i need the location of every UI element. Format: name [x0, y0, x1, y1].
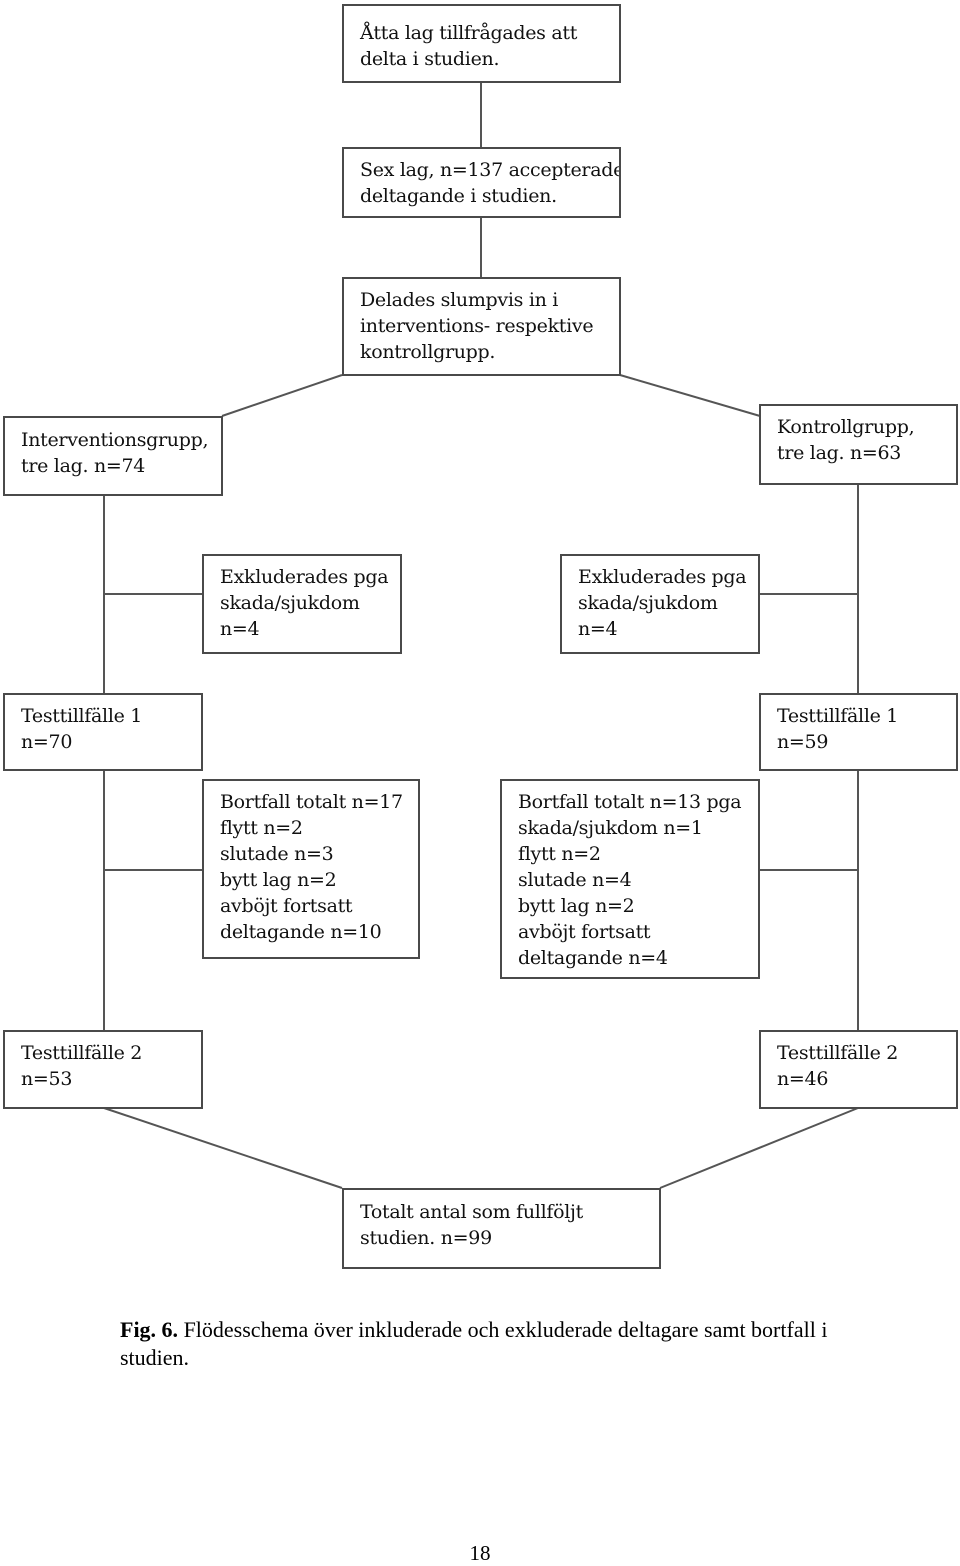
connector-control-completed: [659, 1107, 859, 1189]
box-accepted: Sex lag, n=137 accepterade deltagande i …: [342, 147, 621, 218]
box-line: skada/sjukdom: [578, 592, 718, 614]
connector-randomized-control: [619, 374, 761, 417]
box-line: Kontrollgrupp,: [777, 416, 915, 438]
box-intervention-group: Interventionsgrupp, tre lag. n=74: [3, 416, 223, 496]
box-line: flytt n=2: [518, 843, 601, 865]
box-line: Totalt antal som fullföljt: [360, 1201, 583, 1223]
box-line: Åtta lag tillfrågades att: [360, 22, 578, 44]
box-line: Exkluderades pga: [220, 566, 389, 588]
box-line: kontrollgrupp.: [360, 341, 496, 363]
box-line: bytt lag n=2: [220, 869, 337, 891]
box-line: deltagande i studien.: [360, 185, 557, 207]
box-line: n=46: [777, 1068, 829, 1090]
box-line: n=4: [220, 618, 260, 640]
box-line: slutade n=3: [220, 843, 334, 865]
box-line: tre lag. n=74: [21, 455, 146, 477]
figure-caption-label: Fig. 6.: [120, 1317, 179, 1342]
box-randomized: Delades slumpvis in i interventions- res…: [342, 277, 621, 376]
box-invited: Åtta lag tillfrågades att delta i studie…: [342, 4, 621, 83]
box-line: Testtillfälle 2: [21, 1042, 143, 1064]
page-number: 18: [469, 1541, 491, 1565]
box-line: n=70: [21, 731, 73, 753]
box-line: skada/sjukdom: [220, 592, 360, 614]
box-line: slutade n=4: [518, 869, 632, 891]
box-control-excluded: Exkluderades pga skada/sjukdom n=4: [560, 554, 760, 654]
box-intervention-dropout: Bortfall totalt n=17 flytt n=2 slutade n…: [202, 779, 420, 959]
connector-randomized-intervention: [221, 374, 343, 417]
box-control-dropout: Bortfall totalt n=13 pga skada/sjukdom n…: [500, 779, 760, 979]
box-intervention-excluded: Exkluderades pga skada/sjukdom n=4: [202, 554, 402, 654]
box-line: avböjt fortsatt: [518, 921, 651, 943]
box-line: deltagande n=4: [518, 947, 668, 969]
box-line: studien. n=99: [360, 1227, 492, 1249]
connector-intervention-completed: [103, 1107, 343, 1189]
box-line: Delades slumpvis in i: [360, 289, 559, 311]
box-line: n=4: [578, 618, 618, 640]
box-line: Exkluderades pga: [578, 566, 747, 588]
box-intervention-test1: Testtillfälle 1 n=70: [3, 693, 203, 771]
box-line: Testtillfälle 2: [777, 1042, 899, 1064]
box-completed: Totalt antal som fullföljt studien. n=99: [342, 1188, 661, 1269]
figure-caption-text: Flödesschema över inkluderade och exklud…: [120, 1317, 828, 1370]
box-line: deltagande n=10: [220, 921, 382, 943]
box-line: Sex lag, n=137 accepterade: [360, 159, 621, 181]
box-line: skada/sjukdom n=1: [518, 817, 703, 839]
box-control-test2: Testtillfälle 2 n=46: [759, 1030, 958, 1109]
box-line: Testtillfälle 1: [777, 705, 899, 727]
box-line: Interventionsgrupp,: [21, 429, 209, 451]
box-line: Bortfall totalt n=17: [220, 791, 403, 813]
box-control-group: Kontrollgrupp, tre lag. n=63: [759, 404, 958, 485]
box-line: avböjt fortsatt: [220, 895, 353, 917]
box-line: delta i studien.: [360, 48, 500, 70]
box-line: tre lag. n=63: [777, 442, 902, 464]
box-line: flytt n=2: [220, 817, 303, 839]
box-line: bytt lag n=2: [518, 895, 635, 917]
box-line: n=59: [777, 731, 829, 753]
figure-caption: Fig. 6. Flödesschema över inkluderade oc…: [120, 1316, 880, 1372]
box-line: Bortfall totalt n=13 pga: [518, 791, 742, 813]
box-line: interventions- respektive: [360, 315, 594, 337]
box-control-test1: Testtillfälle 1 n=59: [759, 693, 958, 771]
box-line: Testtillfälle 1: [21, 705, 143, 727]
box-intervention-test2: Testtillfälle 2 n=53: [3, 1030, 203, 1109]
box-line: n=53: [21, 1068, 73, 1090]
